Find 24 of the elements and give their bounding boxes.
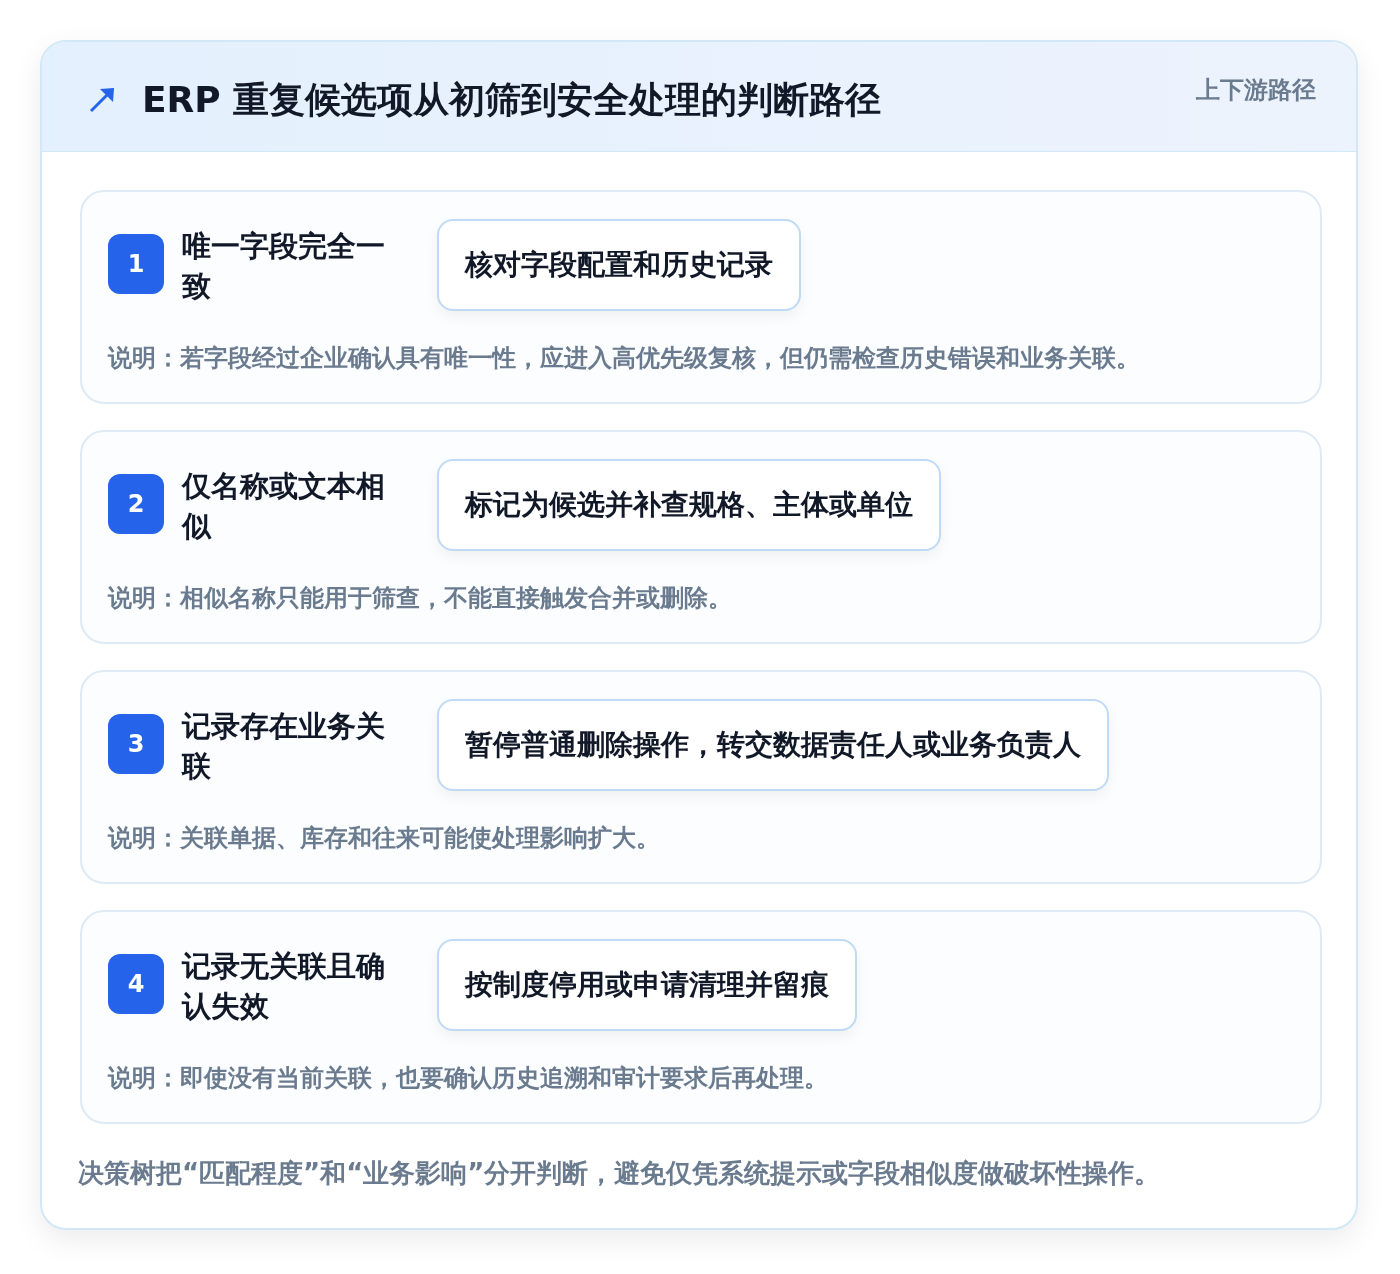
action-box: 核对字段配置和历史记录 [437,219,801,311]
header-tag: 上下游路径 [1196,74,1316,106]
step-number: 3 [108,714,164,774]
note-text: 说明：关联单据、库存和往来可能使处理影响扩大。 [108,823,660,854]
action-box: 暂停普通删除操作，转交数据责任人或业务负责人 [437,699,1109,791]
step-card [80,670,1322,884]
condition-text: 唯一字段完全一致 [182,228,386,305]
action-box: 标记为候选并补查规格、主体或单位 [437,459,941,551]
note-text: 说明：相似名称只能用于筛查，不能直接触发合并或删除。 [108,583,732,614]
condition-text: 记录存在业务关联 [182,708,386,785]
step-number: 2 [108,474,164,534]
condition-text: 记录无关联且确认失效 [182,948,386,1025]
step-card [80,910,1322,1124]
note-text: 说明：即使没有当前关联，也要确认历史追溯和审计要求后再处理。 [108,1063,828,1094]
condition-text: 仅名称或文本相似 [182,468,386,545]
note-text: 说明：若字段经过企业确认具有唯一性，应进入高优先级复核，但仍需检查历史错误和业务关联。 [108,343,1140,374]
step-number: 1 [108,234,164,294]
step-card [80,190,1322,404]
title: ERP 重复候选项从初筛到安全处理的判断路径 [142,78,882,122]
caption: 决策树把“匹配程度”和“业务影响”分开判断，避免仅凭系统提示或字段相似度做破坏性操作。 [78,1157,1161,1190]
panel-background [40,40,1358,1230]
step-card [80,430,1322,644]
step-number: 4 [108,954,164,1014]
action-box: 按制度停用或申请清理并留痕 [437,939,857,1031]
